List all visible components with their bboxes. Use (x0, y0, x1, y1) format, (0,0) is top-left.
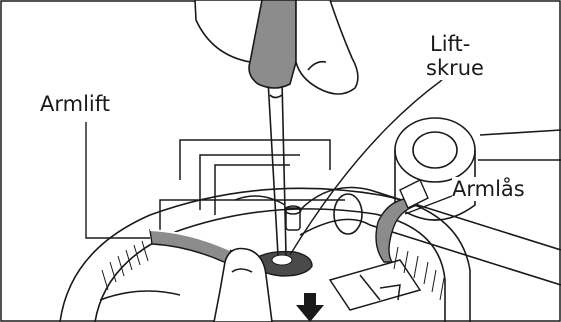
lift-screw-label: Lift- skrue (430, 32, 484, 80)
arm-lift-leader (86, 122, 150, 238)
tonearm-tube (300, 188, 561, 286)
lift-screw-label-line1: Lift- (430, 32, 484, 56)
counterweight (395, 118, 561, 220)
upper-hand (195, 0, 358, 94)
arm-lift-label: Armlift (40, 92, 110, 116)
down-arrow-icon (296, 293, 324, 322)
arm-lock-label: Armlås (452, 177, 525, 201)
arm-lock-clip (376, 180, 428, 262)
screwdriver (268, 80, 286, 255)
lift-screw-label-line2: skrue (426, 56, 484, 80)
